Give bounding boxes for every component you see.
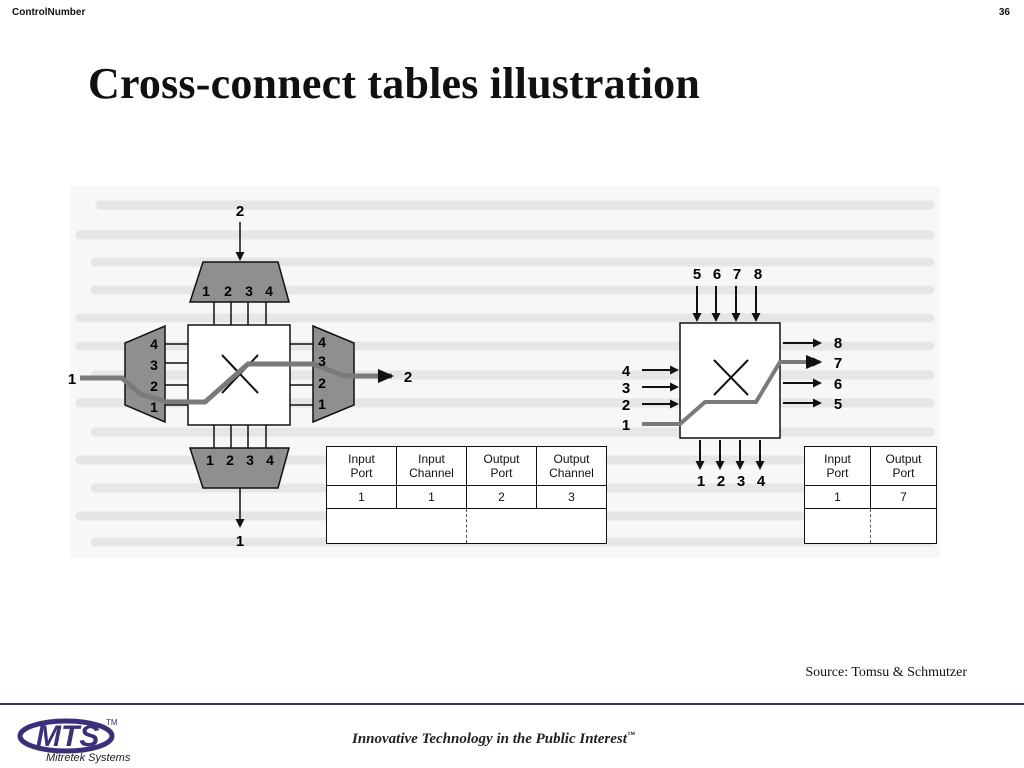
top-input-label: 2 [236, 203, 244, 220]
right-cross-connect-diagram: 5 6 7 8 4 3 2 1 8 7 6 5 1 2 3 4 [622, 266, 842, 490]
table-header: Output Port [466, 446, 537, 486]
right-port-label: 3 [318, 353, 326, 369]
bottom-mux-block [188, 447, 290, 489]
table-header: Input Channel [396, 446, 467, 486]
right-port-label: 2 [318, 375, 326, 391]
left-port-label: 4 [150, 336, 158, 352]
table-cell: 7 [870, 485, 937, 509]
table-header: Output Channel [536, 446, 607, 486]
logo-text: MTS [36, 720, 99, 753]
bottom-port-label: 3 [246, 452, 254, 468]
table-row: 1 7 [804, 485, 937, 509]
top-port-label: 1 [202, 283, 210, 299]
source-citation: Source: Tomsu & Schmutzer [805, 665, 967, 680]
table-cell: 2 [466, 485, 537, 509]
right-output-label: 5 [834, 396, 842, 413]
table-cell [466, 508, 607, 544]
cross-connect-table-channel: Input Port Input Channel Output Port Out… [326, 446, 607, 544]
top-input-label: 6 [713, 266, 721, 283]
left-input-label: 4 [622, 363, 631, 380]
bottom-output-label: 1 [697, 473, 705, 490]
left-input-label: 2 [622, 397, 630, 414]
header-control-number: ControlNumber [12, 7, 86, 18]
top-port-label: 4 [265, 283, 273, 299]
footer-divider [0, 703, 1024, 705]
connection-path [642, 355, 822, 426]
cross-connect-table-port: Input Port Output Port 1 7 [804, 446, 937, 544]
right-switch-fabric [679, 322, 781, 439]
table-cell: 1 [326, 485, 397, 509]
left-input-label: 1 [622, 417, 630, 434]
right-output-label: 8 [834, 335, 842, 352]
logo-tm: TM [106, 718, 118, 727]
bottom-output-label: 3 [737, 473, 745, 490]
table-cell: 1 [396, 485, 467, 509]
table-cell [804, 508, 871, 544]
right-output-label: 7 [834, 355, 842, 372]
mitretek-logo: MTS TM Mitretek Systems [17, 718, 131, 764]
left-port-label: 3 [150, 357, 158, 373]
top-input-label: 8 [754, 266, 762, 283]
left-cross-connect-diagram: 2 1 2 3 4 1 2 3 4 1 4 3 2 1 1 4 3 2 1 2 [68, 203, 412, 550]
table-row-empty [326, 508, 607, 544]
left-input-label: 1 [68, 371, 76, 388]
table-row: 1 1 2 3 [326, 485, 607, 509]
connection-path [80, 361, 394, 405]
table-row-empty [804, 508, 937, 544]
left-port-label: 1 [150, 399, 158, 415]
table-cell [326, 508, 467, 544]
table-header: Input Port [326, 446, 397, 486]
top-input-label: 5 [693, 266, 701, 283]
right-port-label: 4 [318, 334, 326, 350]
bottom-output-label: 4 [757, 473, 766, 490]
right-port-label: 1 [318, 396, 326, 412]
table-cell: 3 [536, 485, 607, 509]
right-output-label: 2 [404, 369, 412, 386]
bottom-output-label: 2 [717, 473, 725, 490]
bottom-port-label: 1 [206, 452, 214, 468]
bottom-output-label: 1 [236, 533, 244, 550]
left-demux-block [124, 324, 166, 424]
top-port-label: 3 [245, 283, 253, 299]
logo-subtitle: Mitretek Systems [46, 752, 131, 764]
footer-tagline: Innovative Technology in the Public Inte… [352, 730, 635, 747]
table-header: Output Port [870, 446, 937, 486]
table-cell [870, 508, 937, 544]
bottom-port-label: 2 [226, 452, 234, 468]
top-demux-block [188, 261, 290, 303]
left-input-label: 3 [622, 380, 630, 397]
left-port-label: 2 [150, 378, 158, 394]
slide-title: Cross-connect tables illustration [88, 59, 700, 108]
top-input-label: 7 [733, 266, 741, 283]
table-header: Input Port [804, 446, 871, 486]
bottom-port-label: 4 [266, 452, 274, 468]
tagline-trademark: ™ [626, 730, 635, 739]
slide-number: 36 [998, 7, 1010, 18]
right-output-label: 6 [834, 376, 842, 393]
table-cell: 1 [804, 485, 871, 509]
top-port-label: 2 [224, 283, 232, 299]
